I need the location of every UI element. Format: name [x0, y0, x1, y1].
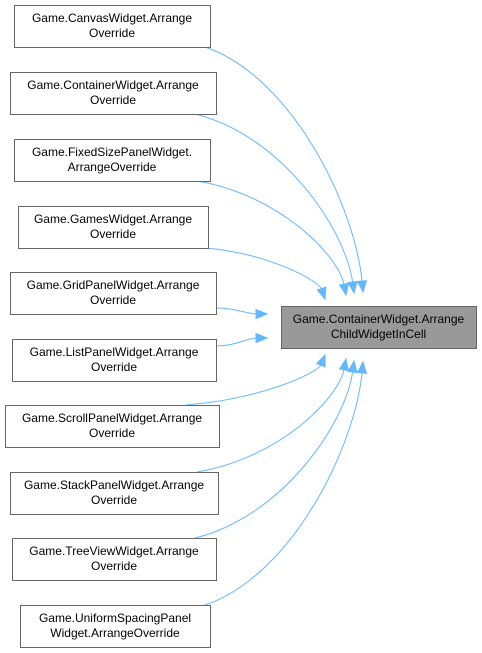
call-edge-canvas-widget — [204, 46, 363, 283]
call-edge-games-widget — [205, 247, 323, 290]
target-node-box[interactable] — [281, 306, 477, 349]
node-label-line: Game.ContainerWidget.Arrange — [27, 78, 199, 92]
node-label-line: Game.GridPanelWidget.Arrange — [27, 278, 200, 292]
node-box[interactable] — [14, 5, 211, 48]
call-edge-container-widget — [194, 113, 354, 284]
target-node[interactable]: Game.ContainerWidget.ArrangeChildWidgetI… — [281, 306, 477, 349]
node-box[interactable] — [10, 472, 219, 515]
caller-node-stack-panel-widget[interactable]: Game.StackPanelWidget.ArrangeOverride — [10, 472, 219, 515]
node-label-line: Game.FixedSizePanelWidget. — [32, 145, 192, 159]
caller-node-games-widget[interactable]: Game.GamesWidget.ArrangeOverride — [18, 206, 209, 249]
node-label-line: Override — [91, 559, 137, 573]
arrowhead-icon — [356, 280, 368, 294]
node-box[interactable] — [10, 72, 217, 115]
target-node-label-line: Game.ContainerWidget.Arrange — [293, 312, 465, 326]
call-edge-tree-view-widget — [194, 370, 354, 539]
call-edge-uniform-spacing-panel-widget — [204, 371, 363, 606]
node-label-line: Game.StackPanelWidget.Arrange — [24, 478, 204, 492]
arrowhead-icon — [316, 286, 327, 301]
node-box[interactable] — [12, 538, 217, 581]
node-label-line: Override — [91, 493, 137, 507]
node-label-line: Override — [89, 26, 135, 40]
arrowhead-icon — [338, 357, 350, 372]
caller-node-grid-panel-widget[interactable]: Game.GridPanelWidget.ArrangeOverride — [10, 272, 217, 315]
caller-node-list-panel-widget[interactable]: Game.ListPanelWidget.ArrangeOverride — [12, 339, 217, 382]
arrowhead-icon — [347, 359, 358, 374]
node-label-line: Game.ScrollPanelWidget.Arrange — [22, 411, 202, 425]
call-edges — [185, 46, 368, 606]
node-box[interactable] — [20, 605, 211, 648]
call-edge-scroll-panel-widget — [185, 364, 322, 406]
node-box[interactable] — [18, 206, 209, 249]
call-edge-grid-panel-widget — [215, 307, 258, 315]
call-edge-list-panel-widget — [215, 337, 258, 347]
caller-node-canvas-widget[interactable]: Game.CanvasWidget.ArrangeOverride — [14, 5, 211, 48]
node-box[interactable] — [5, 405, 220, 448]
arrowhead-icon — [255, 308, 269, 320]
node-label-line: Override — [90, 293, 136, 307]
call-nodes: Game.CanvasWidget.ArrangeOverrideGame.Co… — [5, 5, 477, 648]
node-box[interactable] — [14, 139, 211, 182]
call-edge-fixed-size-panel-widget — [196, 180, 345, 286]
arrowhead-icon — [255, 332, 269, 344]
node-label-line: Game.ListPanelWidget.Arrange — [30, 345, 199, 359]
node-box[interactable] — [12, 339, 217, 382]
call-edge-stack-panel-widget — [196, 368, 345, 473]
arrowhead-icon — [347, 280, 358, 295]
node-label-line: Widget.ArrangeOverride — [50, 626, 180, 640]
caller-node-tree-view-widget[interactable]: Game.TreeViewWidget.ArrangeOverride — [12, 538, 217, 581]
node-label-line: Game.CanvasWidget.Arrange — [32, 11, 192, 25]
node-label-line: Override — [90, 227, 136, 241]
node-label-line: Game.UniformSpacingPanel — [39, 611, 191, 625]
caller-node-fixed-size-panel-widget[interactable]: Game.FixedSizePanelWidget.ArrangeOverrid… — [14, 139, 211, 182]
caller-node-container-widget[interactable]: Game.ContainerWidget.ArrangeOverride — [10, 72, 217, 115]
arrowhead-icon — [356, 360, 368, 374]
node-box[interactable] — [10, 272, 217, 315]
target-node-label-line: ChildWidgetInCell — [331, 327, 426, 341]
node-label-line: Override — [91, 360, 137, 374]
arrowhead-icon — [315, 353, 326, 368]
arrowhead-icon — [338, 282, 350, 297]
node-label-line: Override — [90, 93, 136, 107]
caller-node-uniform-spacing-panel-widget[interactable]: Game.UniformSpacingPanelWidget.ArrangeOv… — [20, 605, 211, 648]
node-label-line: Override — [89, 426, 135, 440]
node-label-line: Game.TreeViewWidget.Arrange — [29, 544, 199, 558]
caller-node-scroll-panel-widget[interactable]: Game.ScrollPanelWidget.ArrangeOverride — [5, 405, 220, 448]
node-label-line: ArrangeOverride — [68, 160, 157, 174]
node-label-line: Game.GamesWidget.Arrange — [34, 212, 192, 226]
